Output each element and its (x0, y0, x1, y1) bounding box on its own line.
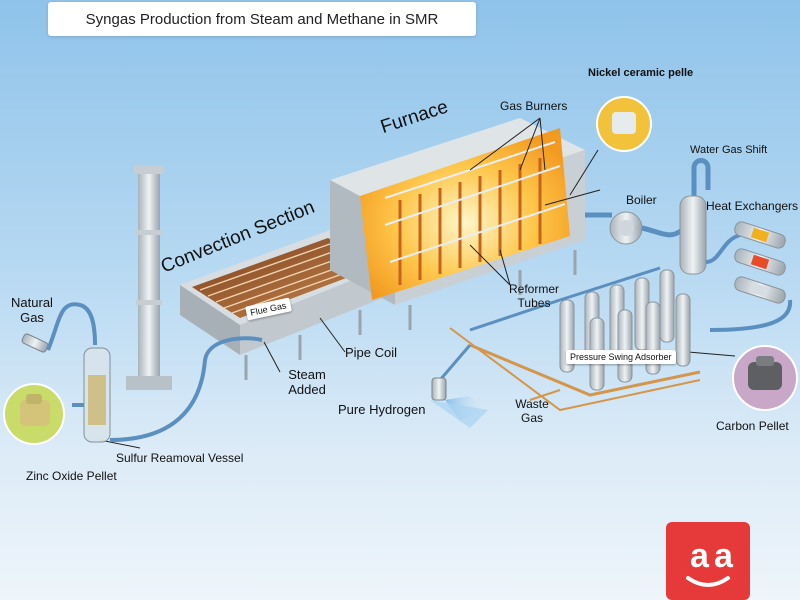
pure-hydrogen-outlet (430, 344, 488, 428)
natural-gas-feed-line (21, 302, 97, 353)
nickel-pellet-icon (569, 96, 652, 196)
boiler-unit (585, 211, 684, 245)
diagram-title: Syngas Production from Steam and Methane… (48, 2, 476, 36)
pressure-swing-adsorber-unit (449, 266, 701, 412)
label-nickel-pellet: Nickel ceramic pelle (588, 67, 694, 79)
label-steam-added-line-1: Steam (288, 367, 326, 382)
label-pressure-swing-adsorber: Pressure Swing Adsorber (566, 350, 676, 364)
svg-text:a: a (690, 537, 710, 575)
label-heat-exchangers: Heat Exchangers (706, 199, 799, 213)
label-zinc-oxide-pellet: Zinc Oxide Pellet (26, 469, 117, 483)
label-pure-hydrogen: Pure Hydrogen (338, 402, 426, 417)
label-reformer-line-1: Reformer (508, 282, 559, 296)
label-gas-burners: Gas Burners (500, 99, 568, 113)
label-boiler: Boiler (626, 193, 657, 207)
label-reformer-tubes: Reformer Tubes (506, 282, 562, 311)
label-reformer-line-2: Tubes (517, 295, 551, 310)
aa-smile-logo-icon: a a (666, 522, 750, 600)
heat-exchangers-unit (709, 221, 793, 332)
label-waste-gas: Waste Gas (510, 397, 554, 426)
label-water-gas-shift: Water Gas Shift (690, 144, 768, 156)
carbon-pellet-icon (732, 345, 798, 411)
furnace-unit (330, 118, 585, 330)
label-natural-gas-line-1: Natural (11, 295, 53, 310)
sulfur-removal-vessel-unit (72, 336, 263, 443)
water-gas-shift-unit (679, 158, 741, 275)
zinc-oxide-pellet-icon (3, 383, 65, 445)
label-steam-added-line-2: Added (288, 381, 326, 397)
chimney-stack (126, 166, 172, 390)
label-pipe-coil: Pipe Coil (345, 345, 398, 360)
svg-text:a: a (714, 537, 734, 575)
label-natural-gas: Natural Gas (6, 295, 58, 326)
label-sulfur-removal-vessel: Sulfur Reamoval Vessel (116, 451, 244, 465)
label-natural-gas-line-2: Gas (20, 309, 44, 325)
label-carbon-pellet: Carbon Pellet (716, 419, 789, 433)
label-waste-gas-line-2: Gas (520, 410, 543, 425)
label-waste-gas-line-1: Waste (515, 397, 549, 411)
label-steam-added: Steam Added (282, 367, 332, 398)
leader-lines (99, 99, 736, 449)
